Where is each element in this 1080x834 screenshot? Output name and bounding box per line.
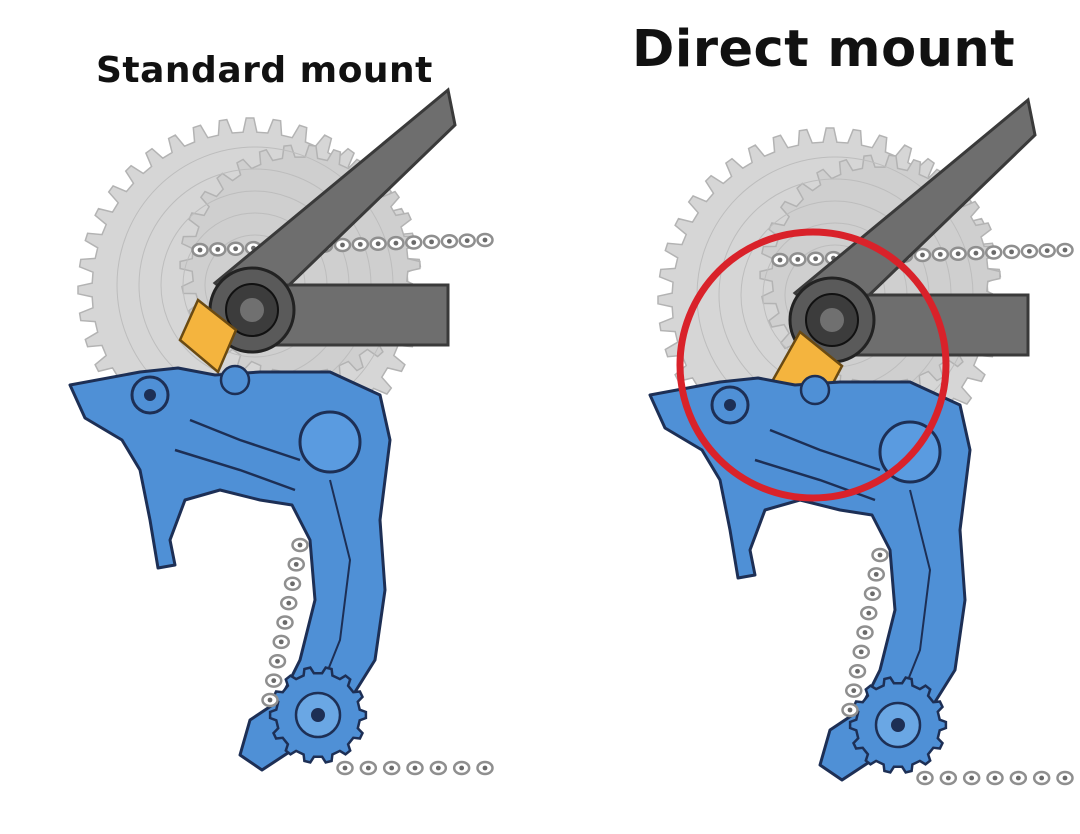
pivot-knuckle (298, 410, 362, 474)
chain-pin (459, 765, 465, 771)
chain-pin (795, 256, 801, 262)
chain-pin (197, 247, 203, 253)
drawing-group (648, 97, 1074, 786)
highlight-ring (676, 228, 950, 502)
direct-mount-title: Direct mount (632, 20, 1016, 79)
chain-pin (955, 251, 961, 257)
parallelogram-lines (174, 418, 301, 492)
chain-pin (1062, 247, 1068, 253)
chain-pin (435, 765, 441, 771)
rear-derailleur (68, 364, 392, 772)
chain-pin (1044, 248, 1050, 254)
lower-chain (336, 760, 494, 776)
chain-pin (282, 620, 288, 625)
axle-center (820, 308, 844, 332)
chain-pin (293, 561, 299, 567)
lower-pulley-bolt (311, 708, 325, 722)
chain-pin (1015, 775, 1021, 781)
chain-pin (1039, 775, 1045, 781)
b-tension-bolt (219, 364, 251, 396)
chain-pin (278, 639, 284, 645)
direct-mount-panel: Direct mount (540, 0, 1080, 834)
chain-pin (215, 246, 221, 252)
chain-pin (267, 697, 273, 703)
chain-pin (365, 765, 371, 771)
chain-pin (482, 237, 488, 243)
chain-pin (851, 688, 857, 694)
chain-pin (393, 240, 399, 246)
chain-pin (870, 591, 875, 597)
axle-center (240, 298, 264, 322)
chain-pin (813, 256, 819, 262)
chain-pin (920, 252, 925, 258)
chain-pin (290, 581, 295, 587)
chain-pin (464, 238, 470, 244)
chain-pin (922, 775, 928, 781)
drawing-group (68, 87, 494, 776)
chain-pin (862, 630, 868, 635)
chain-pin (937, 251, 943, 257)
chain-pin (340, 242, 345, 248)
chain-pin (375, 241, 381, 247)
lower-chain (916, 770, 1074, 786)
chain-pin (1026, 248, 1032, 254)
chain-pin (297, 542, 303, 548)
chain-pin (873, 571, 879, 577)
lower-pulley-bolt (891, 718, 905, 732)
mounting-bolt-center (144, 389, 156, 401)
chain-pin (1009, 249, 1014, 255)
chain-pin (945, 775, 951, 781)
frame (208, 87, 457, 354)
rear-derailleur (648, 374, 972, 782)
chain-pin (877, 552, 883, 558)
standard-mount-panel: Standard mount (68, 50, 494, 776)
chain-pin (973, 250, 979, 256)
chain-pin (411, 240, 417, 245)
cage-seam (319, 479, 352, 691)
chain-pin (233, 246, 239, 252)
cage-chain (261, 537, 309, 708)
chain-pin (847, 707, 853, 713)
cage-seam (899, 489, 932, 701)
chain-pin (412, 765, 418, 771)
chain-pin (866, 610, 872, 616)
chain-pin (855, 668, 860, 674)
chain-pin (446, 238, 452, 244)
chain-pin (275, 658, 280, 664)
chain-pin (991, 250, 997, 255)
b-tension-bolt (799, 374, 831, 406)
frame (788, 97, 1037, 364)
chain-pin (357, 241, 363, 247)
chain-pin (1062, 775, 1068, 781)
chain-pin (271, 678, 277, 684)
cage-chain (841, 547, 889, 718)
chain-pin (858, 649, 864, 655)
direct-mount-illustration (648, 97, 1074, 786)
chain-pin (969, 775, 975, 781)
chain-pin (286, 600, 292, 606)
mounting-bolt-center (724, 399, 736, 411)
standard-mount-illustration (68, 87, 494, 776)
chain-pin (992, 775, 998, 781)
chain-pin (482, 765, 488, 771)
standard-mount-title: Standard mount (96, 50, 433, 91)
derailleur-hanger (178, 298, 238, 375)
chain-pin (342, 765, 348, 771)
chain-pin (429, 239, 434, 245)
chain-pin (389, 765, 395, 771)
chain-pin (777, 257, 783, 263)
